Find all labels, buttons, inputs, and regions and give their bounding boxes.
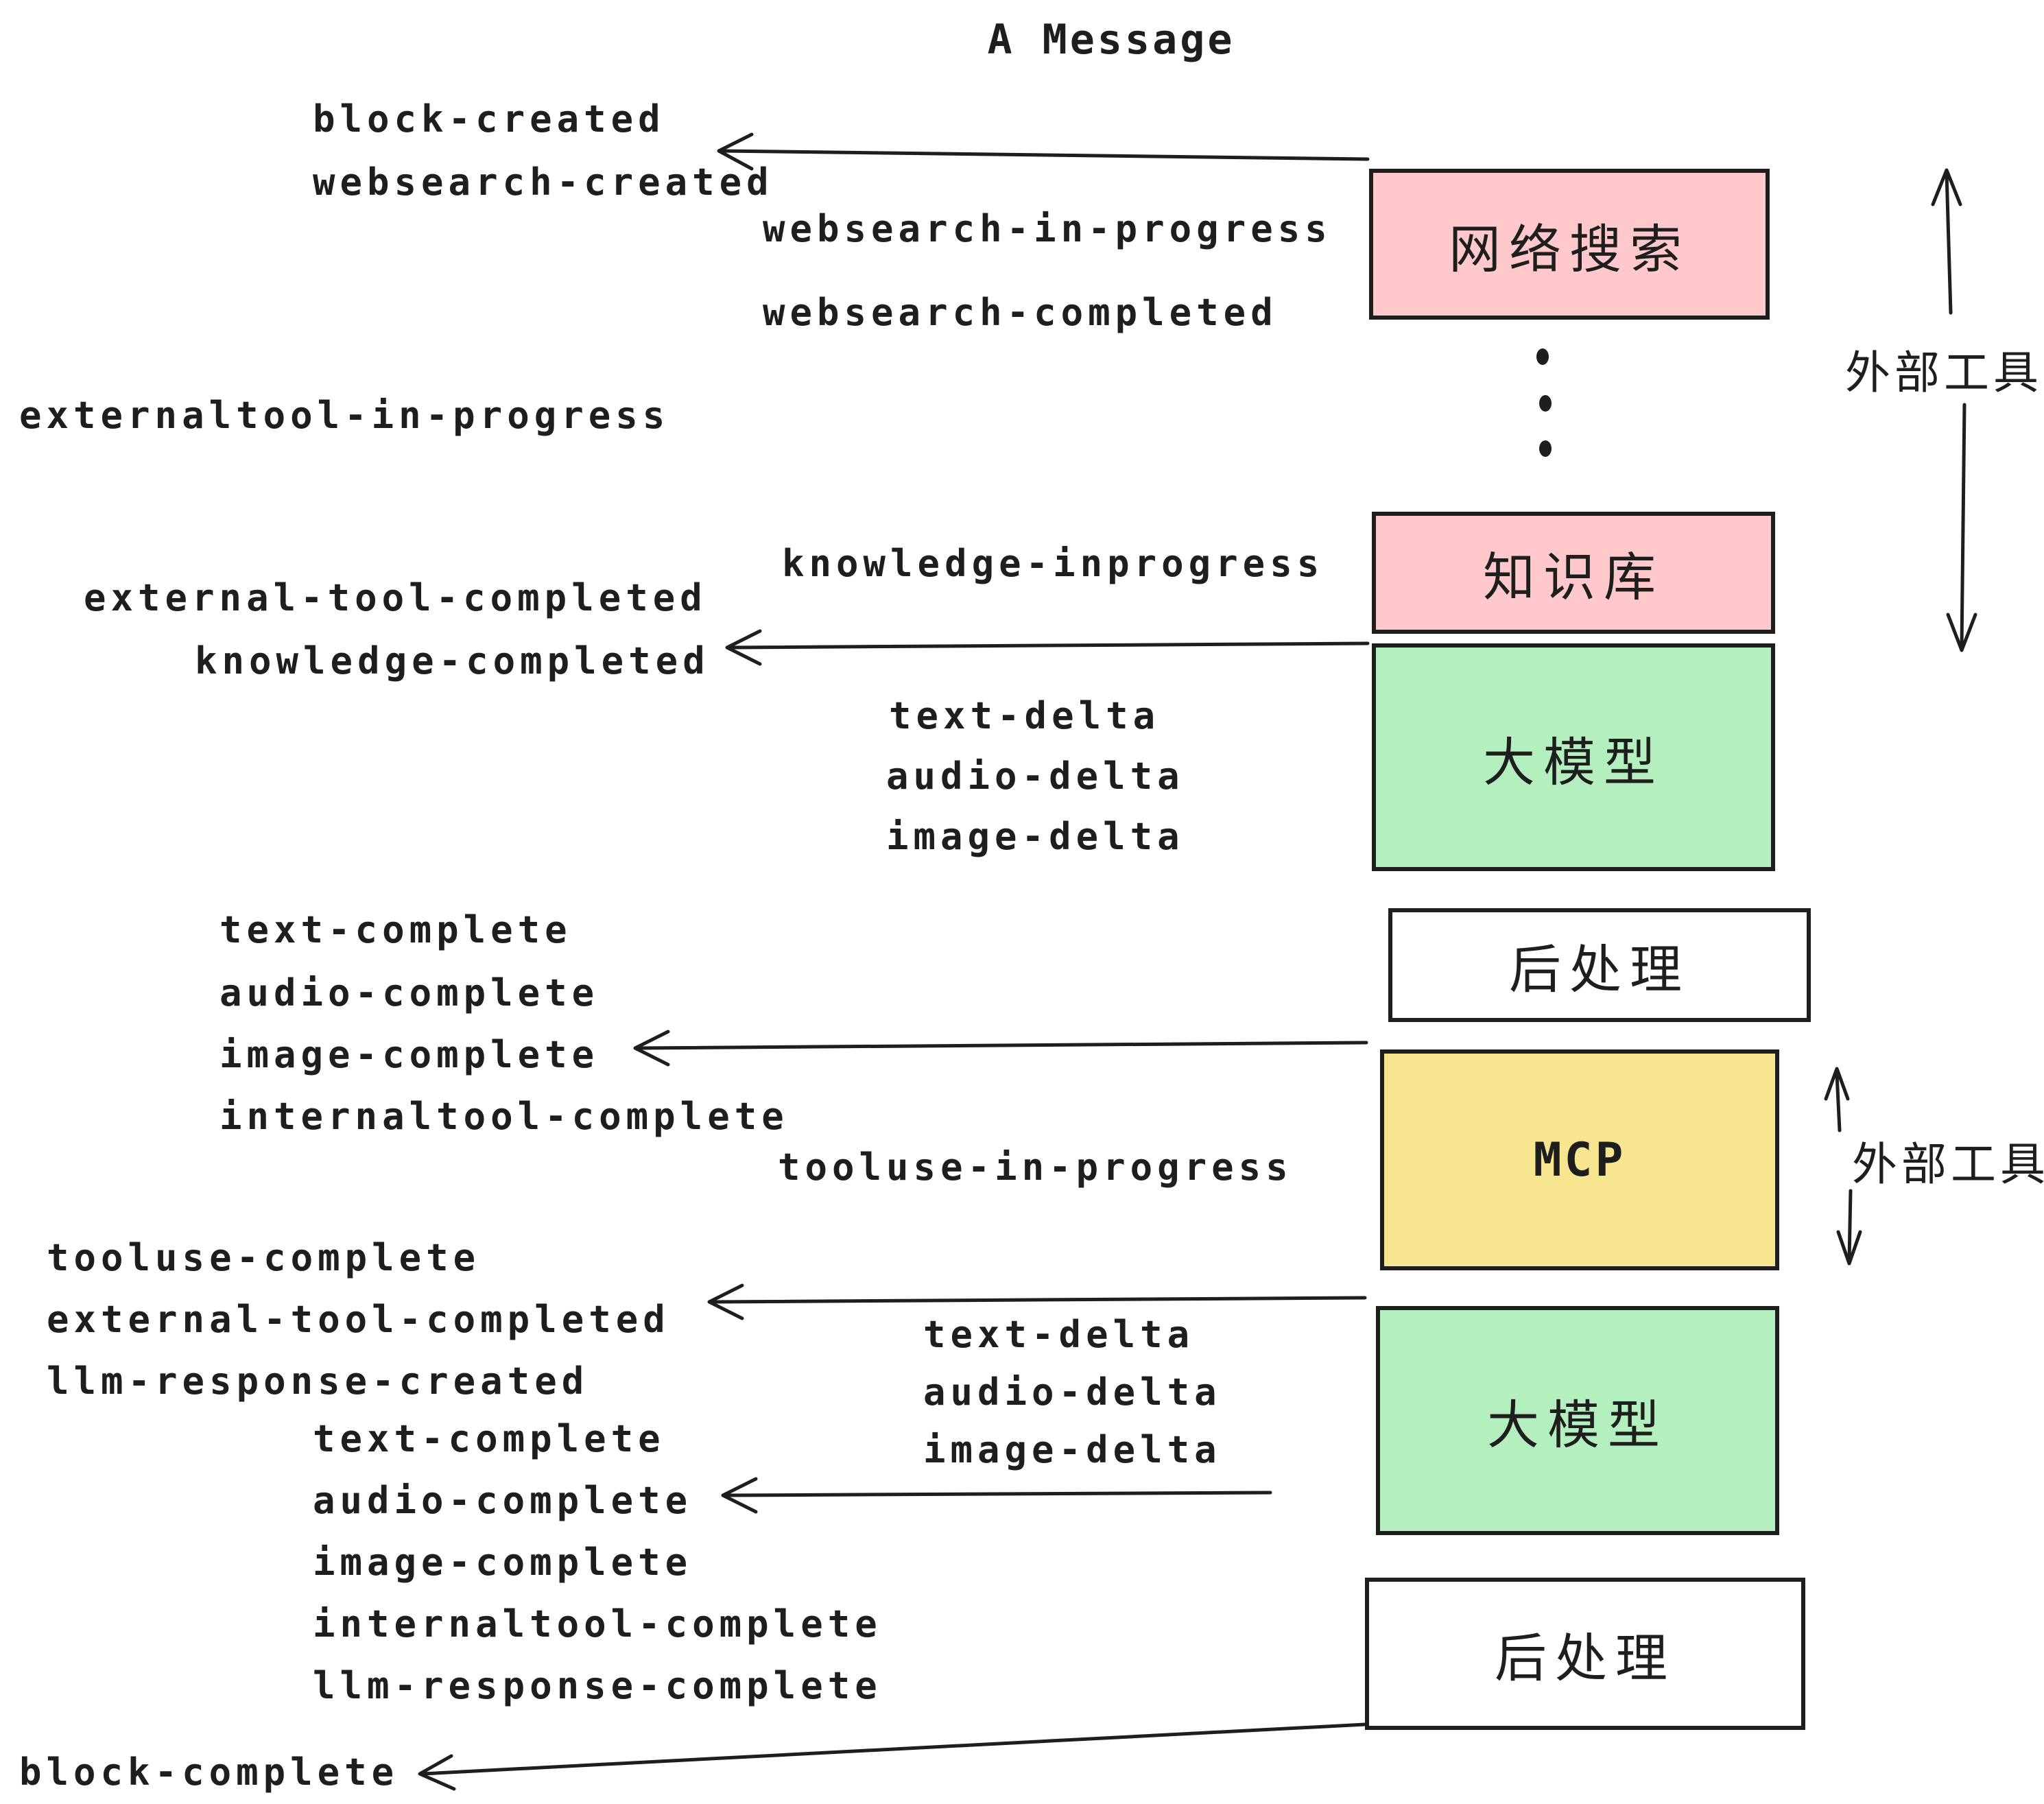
arrow-left-to-image-complete-icon	[633, 1030, 1368, 1067]
ellipsis-dot	[1536, 348, 1549, 365]
arrow-left-to-knowledge-completed-icon	[725, 629, 1370, 666]
arrow-left-to-tooluse-complete-icon	[707, 1283, 1367, 1320]
event-label-knowledge-inprogress: knowledge-inprogress	[782, 543, 1324, 586]
side-label-external-tools-2: 外部工具	[1852, 1137, 2044, 1191]
box-post-processing: 后处理	[1388, 908, 1811, 1022]
arrow-diagonal-to-block-complete-icon	[418, 1722, 1367, 1791]
event-label-image-complete-2: image-complete	[313, 1542, 693, 1585]
event-label-audio-delta-2: audio-delta	[923, 1372, 1222, 1414]
diagram-title: A Message	[987, 16, 1235, 64]
event-label-knowledge-completed: knowledge-completed	[195, 641, 710, 683]
event-label-text-complete: text-complete	[219, 910, 572, 952]
event-label-block-created: block-created	[313, 99, 665, 141]
event-label-image-delta: image-delta	[886, 816, 1185, 859]
event-label-block-complete: block-complete	[19, 1752, 399, 1794]
mcp-down-arrow-icon	[1836, 1189, 1862, 1266]
event-label-text-delta-2: text-delta	[923, 1314, 1195, 1357]
box-llm-2: 大模型	[1376, 1306, 1779, 1535]
mcp-up-arrow-icon	[1824, 1067, 1850, 1132]
arrow-left-to-block-created-icon	[717, 132, 1370, 171]
event-label-external-tool-completed: external-tool-completed	[84, 578, 707, 620]
event-label-llm-response-complete: llm-response-complete	[313, 1665, 882, 1708]
event-label-tooluse-complete: tooluse-complete	[47, 1237, 481, 1280]
event-label-audio-complete: audio-complete	[219, 973, 599, 1015]
event-label-websearch-completed: websearch-completed	[763, 292, 1278, 335]
event-label-externaltool-in-progress: externaltool-in-progress	[19, 395, 670, 438]
event-label-image-complete: image-complete	[219, 1034, 599, 1077]
event-label-internaltool-complete-2: internaltool-complete	[313, 1604, 882, 1646]
event-label-external-tool-completed-2: external-tool-completed	[47, 1299, 670, 1342]
event-label-websearch-created: websearch-created	[313, 162, 774, 204]
event-label-text-complete-2: text-complete	[313, 1419, 665, 1461]
event-label-llm-response-created: llm-response-created	[47, 1361, 589, 1403]
event-label-image-delta-2: image-delta	[923, 1429, 1222, 1472]
event-label-websearch-in-progress: websearch-in-progress	[763, 209, 1332, 251]
event-label-audio-complete-2: audio-complete	[313, 1480, 693, 1523]
ellipsis-dot	[1539, 395, 1552, 412]
event-label-internaltool-complete: internaltool-complete	[219, 1096, 789, 1139]
event-label-text-delta: text-delta	[889, 696, 1161, 738]
box-post-processing-2: 后处理	[1365, 1578, 1805, 1730]
arrow-left-to-audio-complete-icon	[721, 1477, 1272, 1514]
event-label-tooluse-in-progress: tooluse-in-progress	[778, 1147, 1293, 1189]
side-label-external-tools: 外部工具	[1845, 346, 2043, 399]
box-web-search: 网络搜索	[1369, 169, 1770, 320]
external-tool-up-arrow-icon	[1931, 168, 1962, 315]
external-tool-down-arrow-icon	[1946, 403, 1977, 652]
box-llm: 大模型	[1372, 643, 1775, 871]
box-knowledge-base: 知识库	[1372, 512, 1775, 634]
event-label-audio-delta: audio-delta	[886, 756, 1185, 798]
ellipsis-dot	[1539, 440, 1552, 457]
box-mcp: MCP	[1380, 1049, 1779, 1270]
